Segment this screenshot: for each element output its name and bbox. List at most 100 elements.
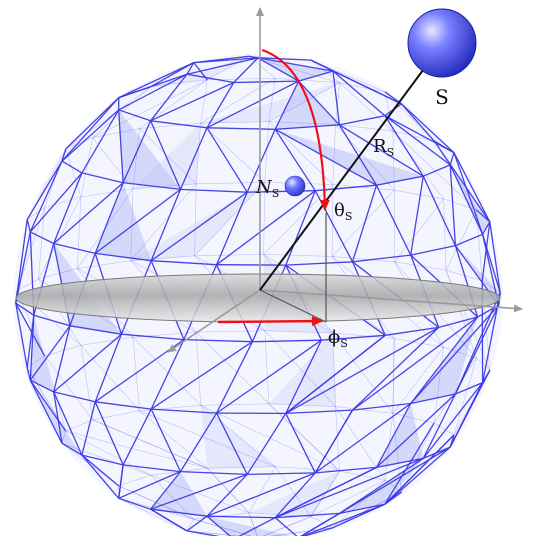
- mesh-edge: [332, 332, 395, 339]
- mesh-edge: [384, 446, 451, 505]
- mesh-edge: [151, 260, 217, 266]
- mesh-edge: [200, 122, 266, 183]
- mesh-edge: [422, 382, 484, 459]
- mesh-edge: [274, 472, 316, 519]
- mesh-edge: [274, 128, 316, 192]
- mesh-edge: [193, 512, 250, 520]
- mesh-edge: [246, 129, 276, 193]
- mesh-edge: [274, 466, 377, 519]
- mesh-edge: [339, 115, 386, 126]
- mesh-edge: [61, 97, 120, 162]
- mesh-edge: [80, 336, 134, 346]
- mesh-edge: [310, 59, 340, 83]
- mesh-edge: [315, 466, 377, 474]
- mesh-edge: [92, 86, 151, 138]
- mesh-edge: [150, 508, 188, 532]
- mesh-edge: [392, 338, 395, 414]
- mesh-edge: [186, 57, 259, 75]
- mesh-edge: [15, 219, 28, 304]
- mesh-edge: [384, 115, 451, 166]
- mesh-edge: [394, 198, 444, 262]
- mesh-edge: [61, 109, 120, 162]
- mesh-edge: [195, 332, 201, 406]
- mesh-edge: [33, 314, 71, 327]
- mesh-edge: [453, 152, 484, 235]
- node-label-main: N: [255, 177, 273, 198]
- mesh-edge: [29, 172, 83, 233]
- mesh-edge: [384, 115, 424, 177]
- mesh-edge: [44, 355, 67, 432]
- mesh-edge: [118, 485, 194, 520]
- mesh-edge: [275, 124, 340, 130]
- mesh-edge: [81, 172, 124, 184]
- mesh-edge: [206, 472, 316, 517]
- mesh-edge: [80, 188, 134, 198]
- mesh-edge: [310, 470, 340, 517]
- mesh-edge: [264, 330, 333, 334]
- mesh-edge: [194, 182, 266, 257]
- mesh-edge: [150, 120, 208, 129]
- mesh-facet: [130, 182, 265, 261]
- mesh-edge: [352, 316, 478, 411]
- mesh-edge: [433, 422, 455, 436]
- mesh-edge: [332, 256, 395, 263]
- mesh-edge: [118, 471, 181, 499]
- mesh-edge: [310, 59, 402, 105]
- mesh-edge: [186, 62, 195, 75]
- mesh-edge: [352, 254, 411, 263]
- mesh-edge: [443, 198, 477, 211]
- mesh-edge: [92, 79, 208, 138]
- mesh-edge: [206, 127, 248, 193]
- mesh-edge: [476, 357, 491, 371]
- mesh-facet: [275, 81, 340, 130]
- mesh-edge: [339, 470, 386, 481]
- mesh-edge: [77, 188, 134, 269]
- mesh-edge: [194, 183, 197, 256]
- mesh-edge: [65, 86, 151, 150]
- mesh-edge: [268, 403, 336, 407]
- mesh-edge: [95, 252, 152, 262]
- mesh-edge: [262, 516, 312, 536]
- mesh-edge: [38, 207, 45, 280]
- mesh-edge: [27, 207, 45, 220]
- mesh-edge: [233, 57, 259, 83]
- mesh-edge: [285, 334, 386, 414]
- mesh-edge: [92, 419, 208, 469]
- mesh-edge: [150, 339, 185, 410]
- mesh-edge: [118, 109, 151, 122]
- mesh-edge: [132, 128, 140, 189]
- mesh-edge: [453, 152, 491, 223]
- mesh-edge: [400, 103, 455, 154]
- mesh-edge: [65, 419, 93, 432]
- mesh-edge: [410, 244, 456, 256]
- mesh-edge: [285, 261, 353, 266]
- mesh-edge: [264, 330, 336, 407]
- mesh-edge: [44, 345, 81, 357]
- mesh-edge: [263, 184, 334, 255]
- mesh-edge: [449, 370, 491, 448]
- mesh-facet: [207, 516, 292, 536]
- mesh-edge: [332, 71, 341, 125]
- mesh-edge: [38, 196, 82, 280]
- mesh-edge: [193, 518, 252, 536]
- mesh-edge: [65, 148, 82, 198]
- mesh-edge: [310, 516, 334, 528]
- mesh-edge: [410, 316, 479, 404]
- source-sphere: [407, 8, 477, 78]
- node-label: NS: [255, 177, 279, 200]
- mesh-edge: [410, 304, 500, 404]
- mesh-edge: [233, 80, 299, 84]
- mesh-edge: [285, 413, 316, 474]
- mesh-edge: [81, 454, 124, 466]
- equator-disk: [15, 273, 501, 323]
- mesh-edge: [268, 121, 336, 125]
- mesh-edge: [298, 70, 334, 82]
- mesh-edge: [44, 148, 67, 208]
- mesh-edge: [433, 347, 444, 424]
- phi-label-subscript: S: [340, 337, 348, 350]
- mesh-edge: [30, 379, 54, 393]
- mesh-edge: [475, 209, 491, 223]
- mesh-edge: [384, 434, 455, 505]
- mesh-edge: [422, 393, 456, 459]
- mesh-edge: [200, 405, 340, 472]
